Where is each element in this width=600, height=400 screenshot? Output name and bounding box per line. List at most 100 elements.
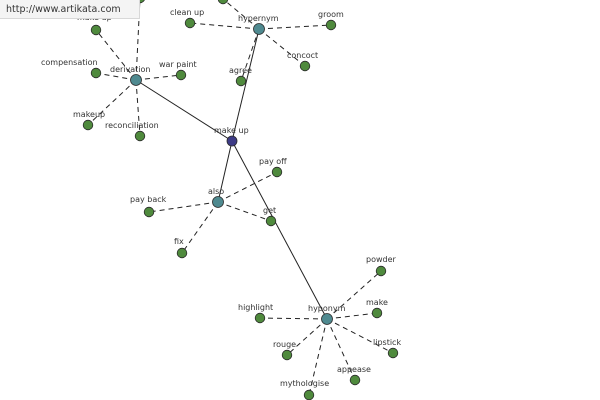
node-dot-clean-up[interactable] [184, 17, 196, 29]
node-label-groom[interactable]: groom [318, 10, 344, 19]
node-dot-powder[interactable] [375, 265, 387, 277]
node-powder[interactable]: powder [366, 255, 397, 277]
node-label-mythologise[interactable]: mythologise [280, 379, 329, 388]
edge-hypernym-to-agree [240, 28, 260, 82]
node-label-hyponym[interactable]: hyponym [308, 304, 346, 313]
node-label-make[interactable]: make [366, 298, 388, 307]
edge-make-up-to-also [217, 140, 233, 203]
node-makeup[interactable]: makeup [73, 110, 105, 131]
node-dot-concoct[interactable] [299, 60, 311, 72]
node-label-concoct[interactable]: concoct [287, 51, 318, 60]
node-appease[interactable]: appease [337, 365, 371, 386]
node-derivation[interactable]: derivation [110, 65, 150, 86]
edge-derivation-to-makeup [87, 79, 137, 126]
node-dot-appease[interactable] [349, 374, 361, 386]
edge-hyponym-to-mythologise [308, 318, 328, 396]
node-dot-hypernym-top[interactable] [217, 0, 229, 5]
node-dot-rouge[interactable] [281, 349, 293, 361]
node-label-appease[interactable]: appease [337, 365, 371, 374]
node-label-pay-back[interactable]: pay back [130, 195, 167, 204]
node-label-hypernym[interactable]: hypernym [238, 14, 279, 23]
node-label-war-paint[interactable]: war paint [159, 60, 197, 69]
node-label-derivation[interactable]: derivation [110, 65, 150, 74]
edge-make-up-to-hyponym [231, 140, 328, 320]
node-label-makeup[interactable]: makeup [73, 110, 105, 119]
node-groom[interactable]: groom [318, 10, 344, 31]
node-get[interactable]: get [263, 206, 277, 227]
node-dot-war-paint[interactable] [175, 69, 187, 81]
edge-hypernym-to-hypernym-top [223, 0, 260, 30]
node-label-get[interactable]: get [263, 206, 276, 215]
node-dot-lipstick[interactable] [387, 347, 399, 359]
node-dot-groom[interactable] [325, 19, 337, 31]
node-dot-make-up[interactable] [226, 135, 238, 147]
edge-also-to-get [217, 201, 272, 222]
node-label-make-up[interactable]: make up [214, 126, 249, 135]
node-dot-make-up-2[interactable] [90, 24, 102, 36]
node-dot-agree[interactable] [235, 75, 247, 87]
edge-hyponym-to-highlight [259, 317, 328, 320]
node-dot-also[interactable] [212, 196, 224, 208]
edge-hyponym-to-rouge [286, 318, 328, 356]
edge-hyponym-to-make [326, 312, 378, 320]
node-pay-back[interactable]: pay back [130, 195, 167, 218]
edge-derivation-to-derivation-top [135, 0, 141, 81]
node-label-powder[interactable]: powder [366, 255, 397, 264]
node-label-agree[interactable]: agree [229, 66, 252, 75]
node-pay-off[interactable]: pay off [259, 157, 287, 178]
node-hypernym-top[interactable] [217, 0, 229, 5]
node-rouge[interactable]: rouge [273, 340, 296, 361]
node-dot-mythologise[interactable] [303, 389, 315, 400]
node-war-paint[interactable]: war paint [159, 60, 197, 81]
node-agree[interactable]: agree [229, 66, 252, 87]
watermark-url[interactable]: http://www.artikata.com [0, 0, 140, 19]
node-hypernym[interactable]: hypernym [238, 14, 279, 35]
node-concoct[interactable]: concoct [287, 51, 318, 72]
node-fix[interactable]: fix [174, 237, 188, 259]
node-label-reconciliation[interactable]: reconciliation [105, 121, 159, 130]
node-dot-makeup[interactable] [82, 119, 94, 131]
edge-derivation-to-compensation [95, 72, 137, 81]
node-dot-compensation[interactable] [90, 67, 102, 79]
node-label-clean-up[interactable]: clean up [170, 8, 204, 17]
node-label-highlight[interactable]: highlight [238, 303, 273, 312]
edge-also-to-pay-off [217, 171, 278, 203]
node-dot-hyponym[interactable] [321, 313, 333, 325]
graph-nodes: make up derivation hypernym also hyponym make… [41, 0, 401, 400]
edge-make-up-to-hypernym [231, 28, 260, 142]
node-make-up[interactable]: make up [214, 126, 249, 147]
node-reconciliation[interactable]: reconciliation [105, 121, 159, 142]
edge-hyponym-to-lipstick [326, 318, 394, 354]
node-dot-fix[interactable] [176, 247, 188, 259]
node-dot-highlight[interactable] [254, 312, 266, 324]
edge-derivation-to-reconciliation [135, 79, 141, 137]
node-dot-pay-off[interactable] [271, 166, 283, 178]
node-highlight[interactable]: highlight [238, 303, 273, 324]
node-dot-get[interactable] [265, 215, 277, 227]
node-make[interactable]: make [366, 298, 388, 319]
node-label-compensation[interactable]: compensation [41, 58, 98, 67]
node-label-lipstick[interactable]: lipstick [373, 338, 401, 347]
node-dot-reconciliation[interactable] [134, 130, 146, 142]
node-also[interactable]: also [208, 187, 224, 208]
node-clean-up[interactable]: clean up [170, 8, 204, 29]
node-hyponym[interactable]: hyponym [308, 304, 346, 325]
node-label-rouge[interactable]: rouge [273, 340, 296, 349]
edge-make-up-to-derivation [135, 79, 233, 142]
node-dot-make[interactable] [371, 307, 383, 319]
edge-derivation-to-war-paint [135, 74, 182, 81]
edge-also-to-pay-back [148, 201, 219, 213]
node-dot-derivation[interactable] [130, 74, 142, 86]
node-label-fix[interactable]: fix [174, 237, 184, 246]
node-lipstick[interactable]: lipstick [373, 338, 401, 359]
node-dot-pay-back[interactable] [143, 206, 155, 218]
edge-hypernym-to-concoct [258, 28, 306, 67]
node-dot-hypernym[interactable] [253, 23, 265, 35]
node-compensation[interactable]: compensation [41, 58, 102, 79]
node-mythologise[interactable]: mythologise [280, 379, 329, 400]
edge-hypernym-to-groom [258, 24, 332, 30]
node-label-also[interactable]: also [208, 187, 224, 196]
node-label-pay-off[interactable]: pay off [259, 157, 287, 166]
edge-also-to-fix [181, 201, 219, 254]
